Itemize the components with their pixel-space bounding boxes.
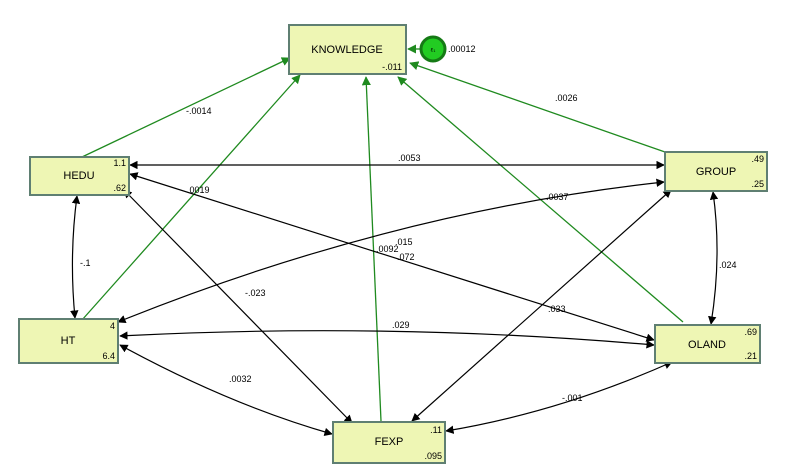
label-hedu-fexp: -.023 xyxy=(245,288,266,298)
path-arrow-group-knowledge[interactable] xyxy=(409,61,666,153)
label-hedu-ht: -.1 xyxy=(80,258,91,268)
error-term-circle[interactable] xyxy=(419,35,447,63)
cov-arrow-hedu-ht[interactable] xyxy=(70,195,81,319)
node-ht-variance: 6.4 xyxy=(102,351,115,361)
cov-arrow-group-oland[interactable] xyxy=(708,191,719,325)
node-ht-mean: 4 xyxy=(110,321,115,331)
covariance-arrows xyxy=(70,160,719,436)
label-ht-knowledge: .0019 xyxy=(187,185,210,195)
node-knowledge-name: KNOWLEDGE xyxy=(311,44,383,56)
label-oland-knowledge: .0037 xyxy=(546,192,569,202)
path-arrow-hedu-knowledge[interactable] xyxy=(81,57,291,158)
label-group-oland: .024 xyxy=(719,260,737,270)
node-oland-mean: .69 xyxy=(744,327,757,337)
label-hedu-oland: .072 xyxy=(397,252,415,262)
coefficient-labels: -.0014 .0019 .0092 .0026 .0037 .0053 .07… xyxy=(80,93,737,403)
label-group-fexp: .033 xyxy=(548,304,566,314)
node-group-variance: .25 xyxy=(751,179,764,189)
node-fexp-mean: .11 xyxy=(430,425,442,435)
cov-arrow-ht-oland[interactable] xyxy=(119,330,655,349)
node-oland-name: OLAND xyxy=(688,339,726,351)
cov-arrow-hedu-oland[interactable] xyxy=(129,172,655,342)
error-term-symbol: ε₁ xyxy=(431,48,436,54)
node-group-mean: .49 xyxy=(751,154,764,164)
label-group-knowledge: .0026 xyxy=(555,93,578,103)
error-term-variance: .00012 xyxy=(448,44,476,54)
label-ht-fexp: .0032 xyxy=(229,374,252,384)
node-fexp-variance: .095 xyxy=(424,451,442,461)
cov-arrow-oland-fexp[interactable] xyxy=(445,361,673,434)
label-fexp-knowledge: .0092 xyxy=(376,244,399,254)
node-group-name: GROUP xyxy=(696,166,736,178)
label-ht-group: .015 xyxy=(395,237,413,247)
node-group[interactable]: GROUP .49 .25 xyxy=(664,151,768,192)
node-oland-variance: .21 xyxy=(744,351,757,361)
node-hedu[interactable]: HEDU 1.1 .62 xyxy=(29,156,130,196)
node-ht-name: HT xyxy=(61,335,76,347)
node-hedu-name: HEDU xyxy=(63,170,94,182)
node-hedu-mean: 1.1 xyxy=(113,158,126,168)
node-hedu-variance: .62 xyxy=(113,183,126,193)
structural-paths xyxy=(81,44,684,422)
label-oland-fexp: -.001 xyxy=(562,393,583,403)
label-ht-oland: .029 xyxy=(392,320,410,330)
cov-arrow-group-fexp[interactable] xyxy=(411,189,672,422)
node-ht[interactable]: HT 4 6.4 xyxy=(18,318,119,364)
node-knowledge[interactable]: KNOWLEDGE -.011 xyxy=(288,24,407,75)
error-term[interactable]: ε₁ .00012 xyxy=(419,35,476,63)
node-oland[interactable]: OLAND .69 .21 xyxy=(654,324,761,364)
label-hedu-group: .0053 xyxy=(398,153,421,163)
cov-arrow-ht-fexp[interactable] xyxy=(119,344,333,436)
node-knowledge-intercept: -.011 xyxy=(382,62,402,72)
label-hedu-knowledge: -.0014 xyxy=(186,106,212,116)
node-fexp-name: FEXP xyxy=(375,436,404,448)
node-fexp[interactable]: FEXP .11 .095 xyxy=(332,421,446,464)
